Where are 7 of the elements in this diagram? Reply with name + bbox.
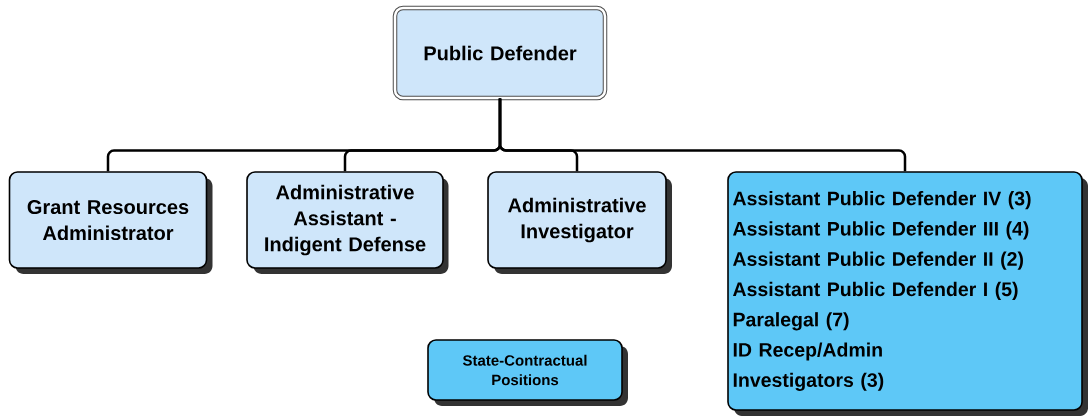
- position-box: Administrative Assistant - Indigent Defense: [246, 171, 449, 274]
- position-box: Administrative Investigator: [487, 171, 672, 274]
- connector-line: [498, 98, 907, 172]
- position-box: Grant Resources Administrator: [8, 171, 213, 274]
- position-box: State-Contractual Positions: [427, 339, 628, 406]
- position-box: Public Defender: [392, 5, 608, 101]
- position-box: Assistant Public Defender IV (3) Assistant Public Defender III (4) Assistant Public Defender II (2) Assistant Public Defender I (5) Paralegal (7) ID Recep/Admin Investigators (3): [727, 171, 1088, 416]
